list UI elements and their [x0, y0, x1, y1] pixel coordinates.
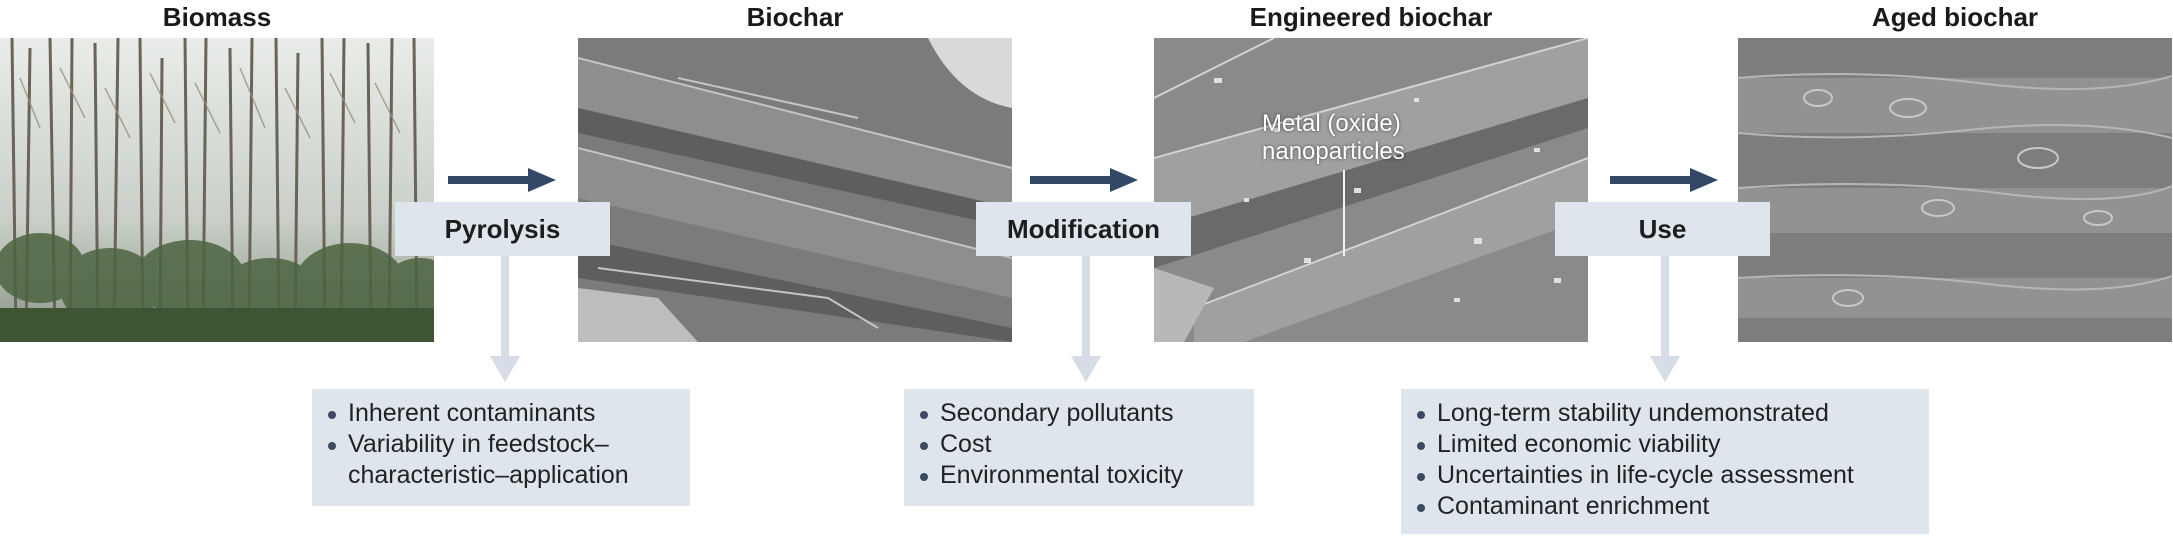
annotation-pointer-line [1343, 170, 1345, 256]
stage-title-biochar: Biochar [746, 2, 844, 32]
biomass-photo [0, 38, 434, 342]
issues-box-modification: Secondary pollutants Cost Environmental … [904, 389, 1254, 506]
nanoparticles-annotation: Metal (oxide) nanoparticles [1262, 110, 1405, 166]
issue-item: Cost [918, 429, 1240, 460]
right-arrow-use [1610, 168, 1718, 192]
right-arrow-pyrolysis [448, 168, 556, 192]
issues-box-pyrolysis: Inherent contaminants Variability in fee… [312, 389, 690, 506]
stage-title-engineered-biochar: Engineered biochar [1249, 2, 1493, 32]
process-box-modification: Modification [976, 202, 1191, 256]
process-box-use: Use [1555, 202, 1770, 256]
down-arrow-pyrolysis [490, 256, 520, 382]
stage-title-aged-biochar: Aged biochar [1871, 2, 2039, 32]
biochar-sem-image [578, 38, 1012, 342]
aged-biochar-sem-image [1738, 38, 2172, 342]
right-arrow-modification [1030, 168, 1138, 192]
issue-item: Environmental toxicity [918, 460, 1240, 491]
issue-item: Inherent contaminants [326, 398, 676, 429]
issues-list-modification: Secondary pollutants Cost Environmental … [918, 398, 1240, 491]
engineered-biochar-sem-image [1154, 38, 1588, 342]
annotation-line-1: Metal (oxide) [1262, 110, 1401, 137]
issue-item: Limited economic viability [1415, 429, 1915, 460]
annotation-line-2: nanoparticles [1262, 138, 1405, 165]
down-arrow-modification [1071, 256, 1101, 382]
issues-list-pyrolysis: Inherent contaminants Variability in fee… [326, 398, 676, 491]
issue-item-continuation: characteristic–application [348, 461, 629, 489]
stage-title-biomass: Biomass [162, 2, 272, 32]
issue-item: Variability in feedstock– [326, 429, 676, 460]
issues-box-use: Long-term stability undemonstrated Limit… [1401, 389, 1929, 534]
issue-item: Uncertainties in life-cycle assessment [1415, 460, 1915, 491]
issues-list-use: Long-term stability undemonstrated Limit… [1415, 398, 1915, 522]
issue-item: Secondary pollutants [918, 398, 1240, 429]
process-box-pyrolysis: Pyrolysis [395, 202, 610, 256]
down-arrow-use [1650, 256, 1680, 382]
issue-item: Contaminant enrichment [1415, 491, 1915, 522]
issue-item: Long-term stability undemonstrated [1415, 398, 1915, 429]
